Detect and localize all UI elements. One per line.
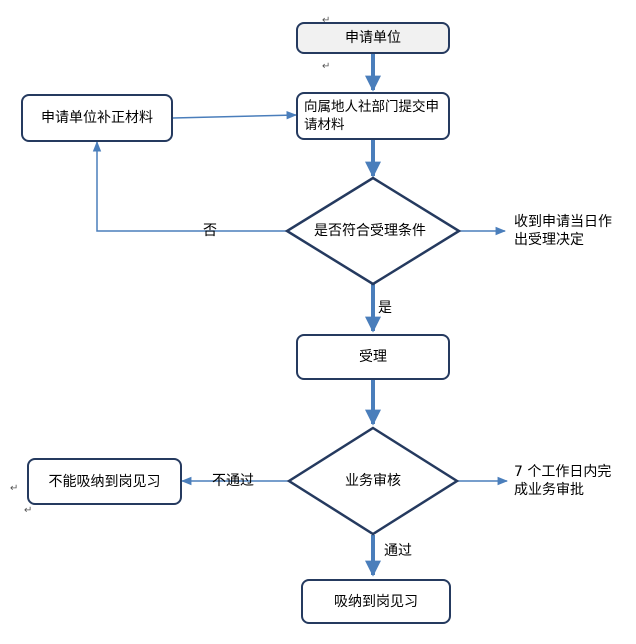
edge-label-fail: 不通过 xyxy=(212,473,254,489)
edge-label-yes: 是 xyxy=(378,300,392,316)
supplement-materials-label: 申请单位补正材料 xyxy=(41,110,153,126)
note-accept-decision: 收到申请当日作出受理决定 xyxy=(514,214,612,248)
decision-condition-diamond xyxy=(284,176,462,286)
decision-review-diamond xyxy=(286,426,460,536)
arrow-supplement-to-submit xyxy=(172,111,298,120)
reject-node: 不能吸纳到岗见习 xyxy=(27,458,182,505)
accept-node-label: 受理 xyxy=(359,349,387,365)
edge-label-pass: 通过 xyxy=(384,543,412,559)
start-node: 申请单位 xyxy=(296,22,450,54)
paragraph-mark-icon: ↵ xyxy=(10,483,19,494)
note-review-time: 7 个工作日内完成业务审批 xyxy=(514,464,612,498)
edge-label-no: 否 xyxy=(203,223,217,239)
decision-condition-label: 是否符合受理条件 xyxy=(314,223,426,239)
arrow-no-to-supplement xyxy=(92,140,286,232)
paragraph-mark-icon: ↵ xyxy=(24,505,33,516)
submit-materials-node: 向属地人社部门提交申请材料 xyxy=(296,92,450,140)
paragraph-mark-icon: ↵ xyxy=(322,15,331,26)
approve-node: 吸纳到岗见习 xyxy=(301,579,451,624)
accept-node: 受理 xyxy=(296,334,450,380)
submit-materials-label: 向属地人社部门提交申请材料 xyxy=(304,99,439,133)
paragraph-mark-icon: ↵ xyxy=(322,61,331,72)
reject-node-label: 不能吸纳到岗见习 xyxy=(48,473,161,490)
approve-node-label: 吸纳到岗见习 xyxy=(334,593,418,610)
start-node-label: 申请单位 xyxy=(345,30,401,46)
supplement-materials-node: 申请单位补正材料 xyxy=(21,94,173,142)
decision-review-label: 业务审核 xyxy=(345,473,401,489)
